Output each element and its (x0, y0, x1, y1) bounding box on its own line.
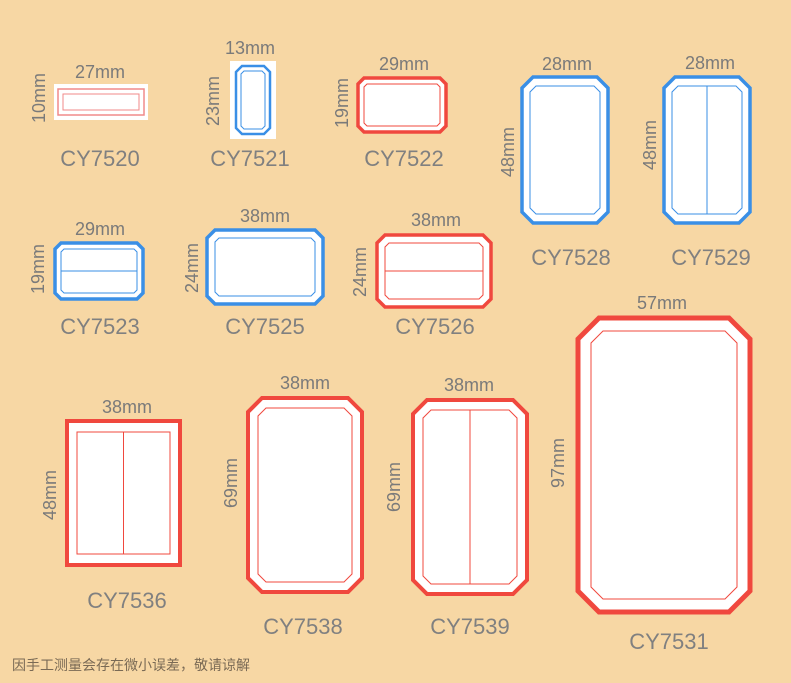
label-cy7523 (53, 241, 145, 301)
width-dim: 38mm (239, 206, 290, 226)
product-code: CY7531 (629, 629, 709, 654)
product-code: CY7526 (395, 314, 475, 339)
product-code: CY7523 (60, 314, 140, 339)
height-dim: 19mm (332, 78, 352, 129)
product-code: CY7536 (87, 588, 167, 613)
label-cy7522 (356, 76, 448, 134)
width-dim: 57mm (636, 293, 687, 313)
width-dim: 38mm (443, 375, 494, 395)
width-dim: 28mm (684, 53, 735, 73)
width-dim: 38mm (279, 373, 330, 393)
product-code: CY7529 (671, 245, 751, 270)
width-dim: 38mm (101, 397, 152, 417)
label-cy7539 (411, 398, 529, 596)
label-cy7538 (246, 396, 364, 594)
product-code: CY7539 (430, 614, 510, 639)
label-cy7536 (65, 419, 182, 567)
height-dim: 24mm (182, 243, 202, 294)
product-code: CY7528 (531, 245, 611, 270)
product-code: CY7525 (225, 314, 305, 339)
height-dim: 24mm (350, 247, 370, 298)
label-cy7521 (230, 61, 276, 139)
width-dim: 29mm (378, 54, 429, 74)
label-cy7525 (205, 228, 325, 306)
product-code: CY7520 (60, 146, 140, 171)
label-cy7526 (375, 233, 493, 309)
width-dim: 13mm (224, 38, 275, 58)
height-dim: 48mm (40, 470, 60, 521)
product-code: CY7522 (364, 146, 444, 171)
width-dim: 27mm (74, 62, 125, 82)
width-dim: 38mm (410, 210, 461, 230)
height-dim: 19mm (28, 244, 48, 295)
footnote: 因手工测量会存在微小误差，敬请谅解 (12, 658, 250, 674)
width-dim: 28mm (541, 54, 592, 74)
label-cy7529 (662, 75, 752, 225)
height-dim: 48mm (498, 127, 518, 178)
width-dim: 29mm (74, 219, 125, 239)
height-dim: 23mm (203, 76, 223, 127)
product-code: CY7538 (263, 614, 343, 639)
label-cy7531 (575, 315, 753, 615)
height-dim: 69mm (221, 458, 241, 509)
product-code: CY7521 (210, 146, 290, 171)
label-cy7528 (520, 75, 610, 225)
height-dim: 48mm (640, 120, 660, 171)
label-cy7520 (54, 84, 148, 120)
height-dim: 97mm (548, 438, 568, 489)
height-dim: 10mm (29, 73, 49, 124)
height-dim: 69mm (384, 462, 404, 513)
